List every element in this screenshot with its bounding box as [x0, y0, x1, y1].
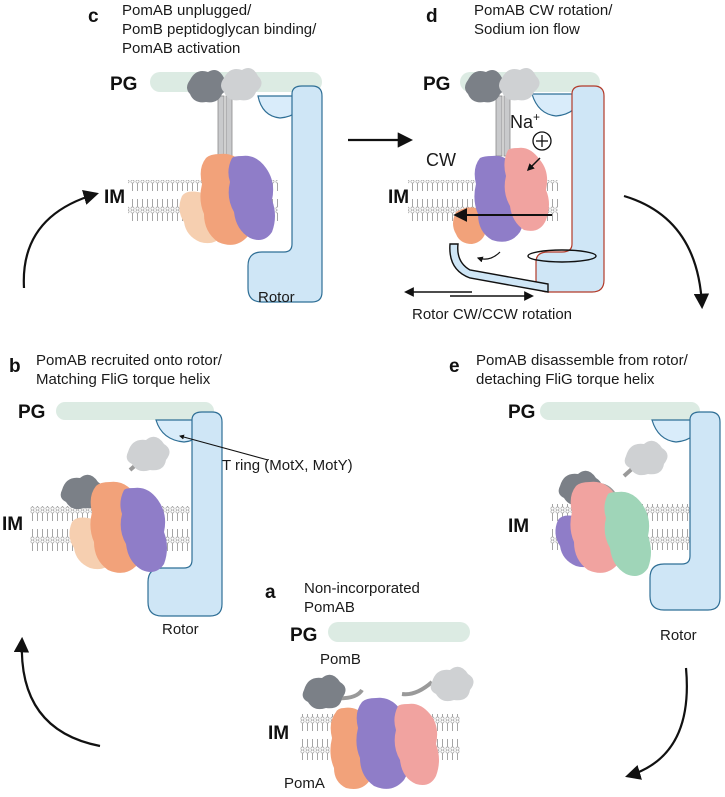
- panel-a-pomb-label: PomB: [320, 651, 361, 668]
- arrow-a-to-b: [13, 636, 101, 748]
- panel-b-rotor: [147, 411, 223, 617]
- panel-d-letter: d: [426, 6, 438, 27]
- panel-c-rotor-label: Rotor: [258, 289, 295, 306]
- arrow-e-to-a: [625, 667, 688, 780]
- panel-e-pg-label: PG: [508, 402, 535, 423]
- panel-b-caption-line2: Matching FliG torque helix: [36, 371, 211, 388]
- panel-d-im-label: IM: [388, 187, 409, 208]
- panel-c-letter: c: [88, 6, 99, 27]
- panel-e-rotor-label: Rotor: [660, 627, 697, 644]
- panel-b-t-ring-label: T ring (MotX, MotY): [222, 457, 353, 474]
- panel-d-na-sup: +: [533, 110, 540, 124]
- panel-e-pomb-light-head: [624, 440, 668, 476]
- panel-a-pomb-dark-head: [302, 674, 346, 710]
- panel-a-pg-label: PG: [290, 625, 317, 646]
- panel-b-im-label: IM: [2, 514, 23, 535]
- panel-b-poma-purple: [120, 487, 167, 572]
- cycle-arrows: [13, 132, 710, 780]
- circled-plus-icon: [532, 131, 552, 151]
- panel-d-caption-line2: Sodium ion flow: [474, 21, 580, 38]
- panel-d-caption-line1: PomAB CW rotation/: [474, 2, 613, 19]
- panel-b-pg-label: PG: [18, 402, 45, 423]
- panel-b-letter: b: [9, 356, 21, 377]
- arrow-d-to-e: [623, 194, 710, 310]
- panel-c-pomb-light-head: [221, 68, 262, 101]
- panel-b-t-ring-pointer: [179, 434, 269, 461]
- arrow-b-to-c: [22, 190, 99, 289]
- panel-d-ion-flow-arrow: [526, 157, 541, 172]
- panel-a-im-label: IM: [268, 723, 289, 744]
- panel-c-pomb-stalk: [217, 95, 225, 157]
- panel-b-pomb-light-head: [126, 436, 170, 472]
- panel-a-caption-line1: Non-incorporated: [304, 580, 420, 597]
- panel-d-cw-label: CW: [426, 150, 456, 170]
- panel-c-im-label: IM: [104, 187, 125, 208]
- panel-a-caption-line2: PomAB: [304, 599, 355, 616]
- panel-d-poma-pink: [504, 147, 549, 231]
- panel-a-pg-layer: [328, 622, 470, 642]
- panel-e-poma-green: [604, 491, 651, 576]
- panel-c-caption-line1: PomAB unplugged/: [122, 2, 252, 19]
- panel-e: e PomAB disassemble from rotor/ detachin…: [449, 352, 721, 644]
- panel-b: b PomAB recruited onto rotor/ Matching F…: [2, 352, 353, 638]
- panel-d-rotor-base: [449, 243, 549, 293]
- panel-c-pg-label: PG: [110, 74, 137, 95]
- panel-b-caption-line1: PomAB recruited onto rotor/: [36, 352, 223, 369]
- panel-d-rotation-ellipse: [527, 249, 597, 263]
- panel-e-rotor: [649, 411, 721, 611]
- panel-d-small-arrow: [476, 251, 501, 263]
- panel-b-rotor-label: Rotor: [162, 621, 199, 638]
- panel-a-letter: a: [265, 582, 276, 603]
- panel-e-im-label: IM: [508, 516, 529, 537]
- panel-c-rotor: [247, 85, 323, 303]
- panel-a-poma-pink: [394, 703, 439, 785]
- panel-a-pomb-linker-right: [401, 680, 434, 697]
- panel-d-na-base: Na: [510, 112, 534, 132]
- panel-e-letter: e: [449, 356, 460, 377]
- panel-b-pg-layer: [56, 402, 214, 420]
- panel-c-caption-line2: PomB peptidoglycan binding/: [122, 21, 317, 38]
- panel-d-pomb-dark-head: [465, 70, 506, 103]
- panel-c-pomb-stalk-2: [225, 95, 233, 157]
- panel-a: a Non-incorporated PomAB PG IM PomB PomA: [265, 580, 474, 792]
- panel-c-pomb-dark-head: [187, 70, 228, 103]
- panel-d: d PomAB CW rotation/ Sodium ion flow PG …: [388, 2, 613, 323]
- panel-d-rotor-rotation-label: Rotor CW/CCW rotation: [412, 306, 572, 323]
- panel-e-caption-line2: detaching FliG torque helix: [476, 371, 655, 388]
- panel-c: c PomAB unplugged/ PomB peptidoglycan bi…: [88, 2, 323, 306]
- panel-c-poma-purple: [228, 155, 275, 240]
- panel-d-pomb-light-head: [499, 68, 540, 101]
- panel-a-pomb-light-head: [430, 666, 474, 702]
- panel-c-caption-line3: PomAB activation: [122, 40, 240, 57]
- panel-a-poma-label: PomA: [284, 775, 325, 792]
- panel-d-pg-label: PG: [423, 74, 450, 95]
- panel-e-caption-line1: PomAB disassemble from rotor/: [476, 352, 689, 369]
- panel-e-pg-layer: [540, 402, 700, 420]
- panel-d-pomb-stalk: [495, 95, 503, 157]
- panel-d-na-label: Na+: [510, 110, 540, 132]
